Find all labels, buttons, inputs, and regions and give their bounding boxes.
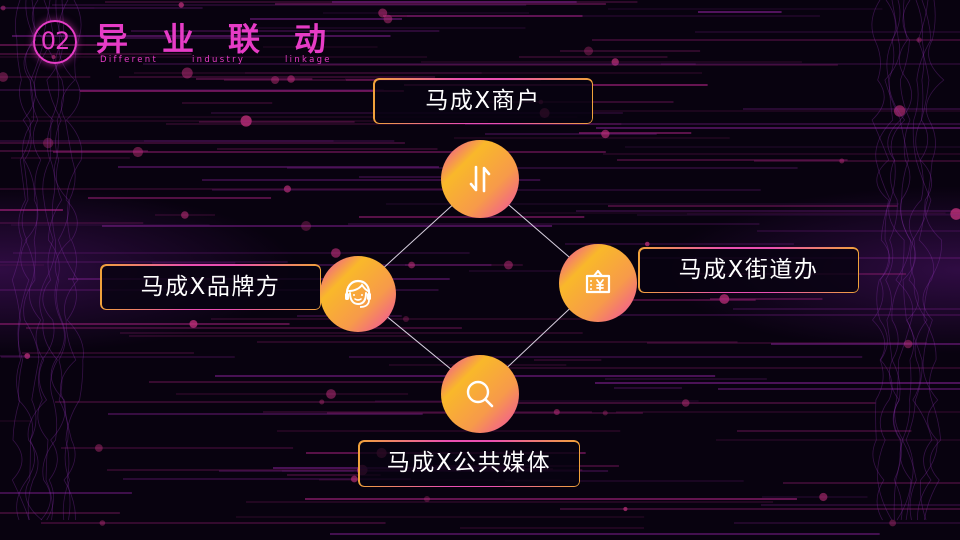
label-box-public-media: 马成X公共媒体 (358, 440, 580, 487)
label-box-brand: 马成X品牌方 (100, 264, 321, 310)
section-number-badge: 02 (33, 20, 77, 64)
node-brand (320, 256, 396, 332)
label-merchant: 马成X商户 (425, 88, 541, 114)
search-icon (466, 380, 494, 408)
subtitle-word-1: Different (100, 55, 159, 65)
yuan-wallet-icon (585, 269, 611, 294)
page-title: 异业联动 (96, 20, 361, 58)
node-merchant (441, 140, 519, 218)
node-street-office (559, 244, 637, 322)
label-street-office: 马成X街道办 (678, 257, 819, 283)
label-public-media: 马成X公共媒体 (386, 450, 552, 476)
label-brand: 马成X品牌方 (140, 274, 281, 300)
subtitle-word-3: linkage (285, 55, 332, 65)
label-box-merchant: 马成X商户 (373, 78, 593, 124)
customer-service-icon (345, 279, 371, 308)
swap-arrows-icon (469, 165, 491, 193)
label-box-street-office: 马成X街道办 (638, 247, 859, 293)
subtitle-word-2: industry (192, 55, 246, 65)
node-public-media (441, 355, 519, 433)
